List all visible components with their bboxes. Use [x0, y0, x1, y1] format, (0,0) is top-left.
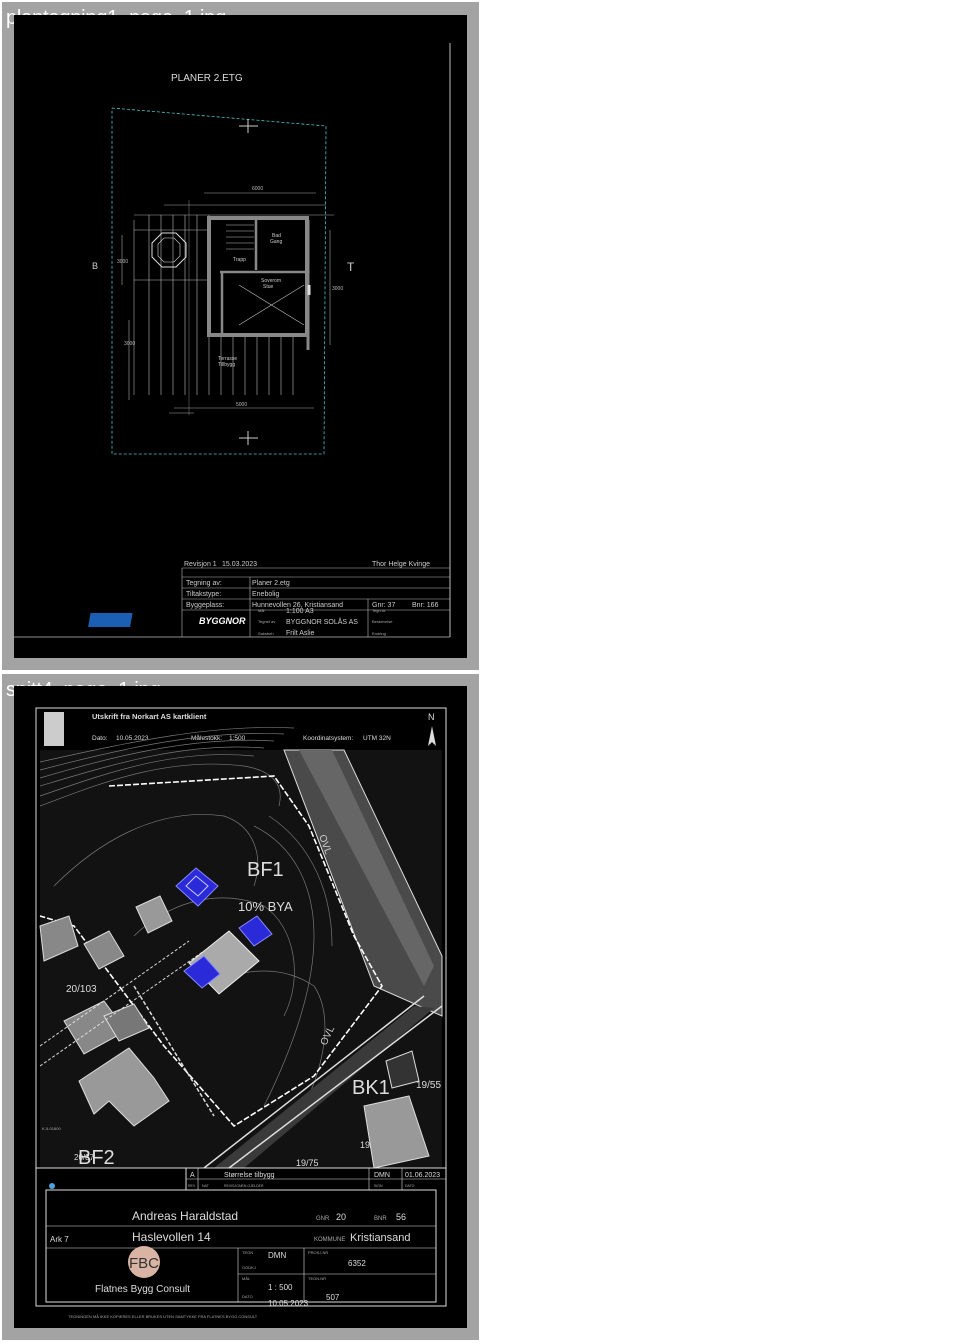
- svg-text:A: A: [190, 1172, 195, 1179]
- byggnor-logo-text: BYGGNOR: [199, 616, 246, 626]
- svg-text:KOMMUNE: KOMMUNE: [314, 1237, 345, 1243]
- svg-text:Terrasse: Terrasse: [218, 356, 237, 362]
- svg-text:DMN: DMN: [268, 1251, 286, 1260]
- fbc-logo-text: FBC: [129, 1255, 159, 1272]
- svg-text:Haslevollen 14: Haslevollen 14: [132, 1230, 211, 1244]
- svg-text:10.05.2023: 10.05.2023: [116, 735, 149, 742]
- svg-text:3000: 3000: [332, 286, 343, 292]
- svg-text:SIGN: SIGN: [374, 1184, 383, 1188]
- svg-text:1 : 500: 1 : 500: [268, 1283, 293, 1292]
- svg-text:Andreas Haraldstad: Andreas Haraldstad: [132, 1209, 238, 1223]
- svg-text:19/75: 19/75: [296, 1158, 319, 1168]
- svg-text:10% BYA: 10% BYA: [238, 899, 293, 914]
- svg-text:10.05.2023: 10.05.2023: [268, 1299, 309, 1308]
- site-map-image: Utskrift fra Norkart AS kartklient Dato:…: [14, 686, 467, 1328]
- svg-text:1:500: 1:500: [229, 735, 246, 742]
- svg-text:Målestokk:: Målestokk:: [191, 734, 222, 742]
- svg-text:Stue: Stue: [263, 284, 274, 290]
- kommune-crest-icon: [44, 712, 64, 746]
- svg-text:Bad: Bad: [272, 233, 281, 239]
- svg-text:Hunnevollen 26, Kristiansand: Hunnevollen 26, Kristiansand: [252, 602, 343, 609]
- svg-text:Bnr: 166: Bnr: 166: [412, 602, 439, 609]
- plot-boundary: [111, 107, 327, 455]
- svg-text:TEGN: TEGN: [242, 1250, 253, 1255]
- svg-text:5000: 5000: [236, 402, 247, 408]
- svg-text:REVISJONEN GJELDER: REVISJONEN GJELDER: [224, 1184, 264, 1188]
- svg-text:BK1: BK1: [352, 1077, 390, 1099]
- svg-text:Planer 2.etg: Planer 2.etg: [252, 580, 290, 587]
- svg-text:DATO: DATO: [405, 1184, 415, 1188]
- svg-text:20: 20: [336, 1212, 346, 1222]
- svg-text:Endring: Endring: [372, 631, 386, 636]
- svg-text:1:100 A3: 1:100 A3: [286, 608, 314, 615]
- svg-text:TEGNINGEN MÅ IKKE KOPIERES ELL: TEGNINGEN MÅ IKKE KOPIERES ELLER BRUKES …: [68, 1314, 258, 1319]
- svg-text:Byggeplass:: Byggeplass:: [186, 602, 224, 609]
- svg-text:20/87: 20/87: [74, 1153, 95, 1162]
- svg-text:BYGGNOR SOLÅS AS: BYGGNOR SOLÅS AS: [286, 617, 358, 626]
- svg-text:BF2: BF2: [78, 1147, 115, 1169]
- svg-text:19/55: 19/55: [416, 1080, 441, 1091]
- svg-text:Trapp: Trapp: [233, 257, 246, 263]
- svg-text:Enebolig: Enebolig: [252, 591, 279, 598]
- fbc-logo: [128, 1246, 160, 1278]
- svg-text:DMN: DMN: [374, 1172, 390, 1179]
- svg-text:Revisjon 1: Revisjon 1: [184, 561, 217, 568]
- svg-text:K-5-01800: K-5-01800: [42, 1126, 61, 1131]
- svg-text:Soverom: Soverom: [261, 278, 281, 284]
- svg-text:Utskrift fra Norkart AS kartkl: Utskrift fra Norkart AS kartklient: [92, 712, 207, 721]
- svg-text:Frilt Aslie: Frilt Aslie: [286, 630, 315, 637]
- svg-text:Størrelse tilbygg: Størrelse tilbygg: [224, 1172, 275, 1179]
- svg-text:Thor Helge Kvinge: Thor Helge Kvinge: [372, 561, 430, 568]
- file-card-plantegning[interactable]: plantegning1_page_1.jpg PLANER 2.ETG B T…: [2, 2, 479, 670]
- plan-title: PLANER 2.ETG: [171, 73, 243, 84]
- svg-text:BNR: BNR: [374, 1216, 387, 1222]
- svg-text:Kristiansand: Kristiansand: [350, 1232, 411, 1244]
- svg-text:Tegn.nr.: Tegn.nr.: [372, 608, 386, 613]
- svg-text:56: 56: [396, 1212, 406, 1222]
- floor-plan-image: PLANER 2.ETG B T 6000 3000 3000 3000 500…: [14, 15, 467, 658]
- svg-text:GNR: GNR: [316, 1216, 330, 1222]
- svg-text:01.06.2023: 01.06.2023: [405, 1172, 440, 1179]
- svg-text:Tiltakstype:: Tiltakstype:: [186, 591, 221, 598]
- svg-text:TEGN.NR: TEGN.NR: [308, 1276, 326, 1281]
- svg-text:15.03.2023: 15.03.2023: [222, 561, 257, 568]
- byggnor-logo: [88, 613, 133, 627]
- north-arrow-icon: N: [428, 712, 435, 722]
- svg-text:NAT: NAT: [202, 1184, 210, 1188]
- svg-text:PROSJ.NR: PROSJ.NR: [308, 1250, 328, 1255]
- floor-plan-drawing: PLANER 2.ETG B T 6000 3000 3000 3000 500…: [14, 15, 467, 658]
- svg-text:Saksbeh: Saksbeh: [258, 631, 274, 636]
- site-map-drawing: Utskrift fra Norkart AS kartklient Dato:…: [14, 686, 467, 1328]
- file-card-snitt[interactable]: snitt4_page_1.jpg Utskrift fra Norkart A…: [2, 674, 479, 1340]
- svg-text:Ark 7: Ark 7: [50, 1235, 69, 1244]
- svg-text:3000: 3000: [124, 341, 135, 347]
- svg-text:Beskrivelse: Beskrivelse: [372, 619, 393, 624]
- svg-text:Tegnet av: Tegnet av: [258, 619, 275, 624]
- svg-text:Tegning av:: Tegning av:: [186, 580, 222, 587]
- svg-text:507: 507: [326, 1293, 340, 1302]
- svg-text:Tillbygg: Tillbygg: [218, 362, 235, 368]
- svg-text:6352: 6352: [348, 1259, 366, 1268]
- svg-text:BF1: BF1: [247, 859, 284, 881]
- svg-text:20/103: 20/103: [66, 984, 97, 995]
- svg-text:Flatnes Bygg Consult: Flatnes Bygg Consult: [95, 1284, 190, 1295]
- svg-text:6000: 6000: [252, 186, 263, 192]
- svg-text:Gnr: 37: Gnr: 37: [372, 602, 395, 609]
- svg-text:MÅL: MÅL: [242, 1276, 251, 1281]
- section-left-label: B: [92, 261, 98, 271]
- svg-text:DATO: DATO: [242, 1294, 253, 1299]
- svg-text:3000: 3000: [117, 259, 128, 265]
- section-right-label: T: [347, 260, 355, 274]
- svg-text:GODKJ: GODKJ: [242, 1265, 256, 1270]
- svg-text:UTM 32N: UTM 32N: [363, 735, 391, 742]
- svg-text:Gang: Gang: [270, 239, 282, 245]
- svg-text:Koordinatsystem:: Koordinatsystem:: [303, 735, 353, 742]
- svg-text:Dato:: Dato:: [92, 735, 108, 742]
- svg-text:REV: REV: [188, 1184, 196, 1188]
- svg-text:Mål: Mål: [258, 608, 265, 613]
